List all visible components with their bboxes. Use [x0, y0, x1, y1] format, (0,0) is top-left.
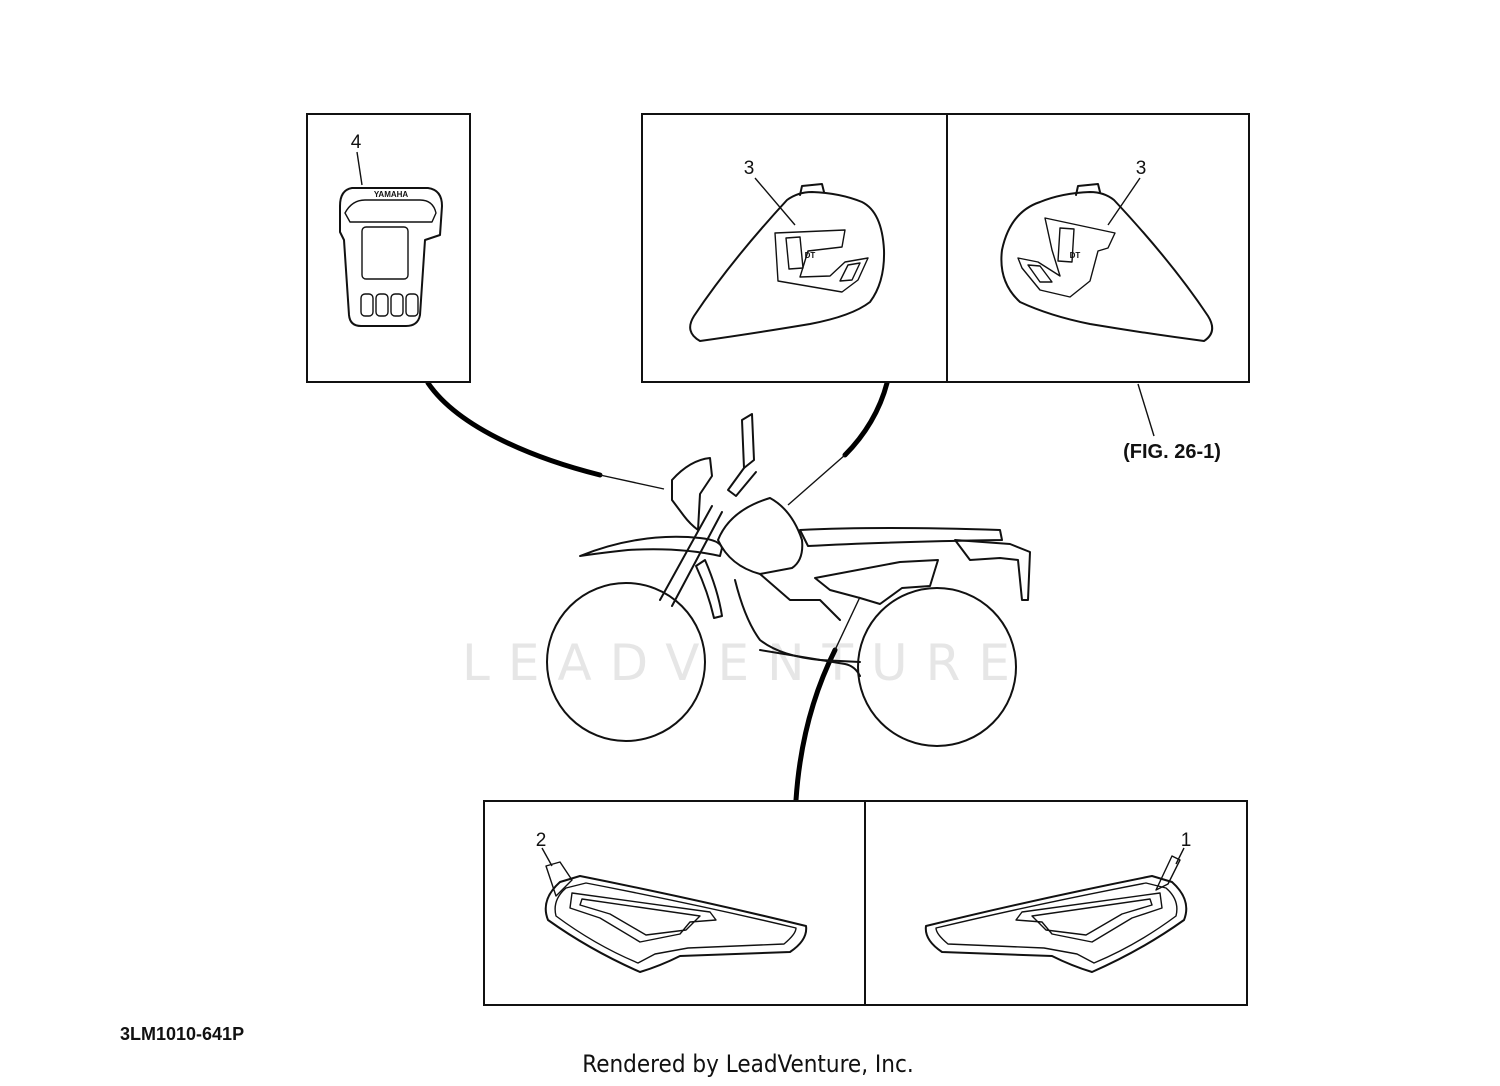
fuel-tank-right-outline — [1000, 191, 1214, 342]
side-cover-right: 1 — [924, 830, 1192, 973]
diagram-code: 3LM1010-641P — [120, 1024, 244, 1044]
tank-decal-right-text: DT — [1070, 251, 1081, 260]
side-cover-detail: 2 1 — [483, 800, 1248, 1006]
fuel-tank-detail: DT 3 DT 3 — [641, 113, 1250, 437]
meter-panel-frame — [306, 113, 471, 383]
callout-2: 2 — [536, 830, 547, 851]
side-cover-right-outline — [924, 875, 1188, 973]
rear-wheel — [857, 587, 1017, 747]
side-cover-left-outline — [544, 875, 808, 973]
front-wheel — [546, 582, 706, 742]
fuel-tank-right: DT 3 — [1000, 158, 1214, 342]
side-cover-left-decal — [569, 892, 717, 943]
tank-decal-left — [774, 229, 869, 293]
callout-1: 1 — [1181, 830, 1192, 851]
side-cover-right-decal — [1015, 892, 1163, 943]
callout-3-left: 3 — [744, 158, 755, 179]
callout-4: 4 — [351, 132, 362, 153]
fuel-tank-frame — [641, 113, 1250, 383]
side-cover-left: 2 — [536, 830, 808, 973]
fuel-tank-left-outline — [689, 191, 886, 342]
figure-reference: (FIG. 26-1) — [1123, 441, 1221, 463]
meter-panel-decal — [339, 187, 443, 327]
motorcycle-outline — [546, 413, 1031, 747]
meter-logo-text: YAMAHA — [374, 190, 409, 199]
callout-3-right: 3 — [1136, 158, 1147, 179]
fuel-tank-left: DT 3 — [689, 158, 886, 342]
meter-panel-detail: YAMAHA 4 — [306, 113, 471, 383]
tank-decal-right — [1017, 217, 1116, 298]
connector-lines — [425, 380, 890, 803]
watermark-text: LEADVENTURE — [462, 634, 1028, 692]
tank-decal-left-text: DT — [805, 251, 816, 260]
footer-credit: Rendered by LeadVenture, Inc. — [582, 1050, 913, 1078]
